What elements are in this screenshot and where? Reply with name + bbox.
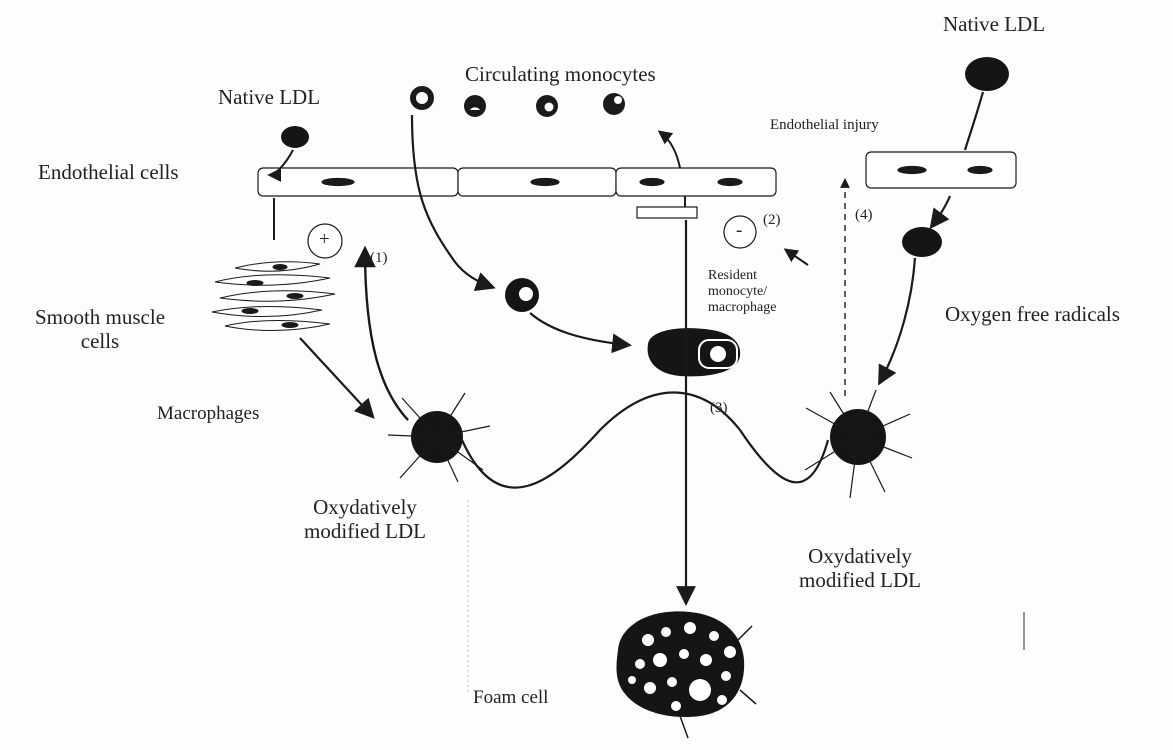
oxldl-left-line1: Oxydatively [265,495,465,519]
circulating-monocytes-label: Circulating monocytes [465,62,656,86]
smooth-muscle-line1: Smooth muscle [10,305,190,329]
smooth-muscle-cells-label: Smooth muscle cells [10,305,190,353]
smooth-muscle-line2: cells [10,329,190,353]
oxldl-right-line1: Oxydatively [760,544,960,568]
step-1-marker: (1) [370,250,388,267]
oxldl-right-label: Oxydatively modified LDL [760,544,960,592]
resident-line3: macrophage [708,300,776,316]
step-4-marker: (4) [855,207,873,224]
step-2-marker: (2) [763,212,781,229]
oxygen-free-radicals-label: Oxygen free radicals [945,302,1120,326]
macrophages-label: Macrophages [157,403,259,425]
minus-sign: - [736,220,742,242]
endothelial-injury-label: Endothelial injury [770,117,879,134]
foam-cell-label: Foam cell [473,687,548,709]
native-ldl-left-label: Native LDL [218,85,320,109]
step-3-marker: (3) [710,400,728,417]
resident-macrophage-label: Resident monocyte/ macrophage [708,268,776,316]
oxldl-right-line2: modified LDL [760,568,960,592]
oxldl-left-line2: modified LDL [265,519,465,543]
native-ldl-right-label: Native LDL [943,12,1045,36]
resident-line1: Resident [708,268,776,284]
endothelial-cells-label: Endothelial cells [38,160,179,184]
resident-line2: monocyte/ [708,284,776,300]
oxldl-left-label: Oxydatively modified LDL [265,495,465,543]
plus-sign: + [319,229,330,251]
